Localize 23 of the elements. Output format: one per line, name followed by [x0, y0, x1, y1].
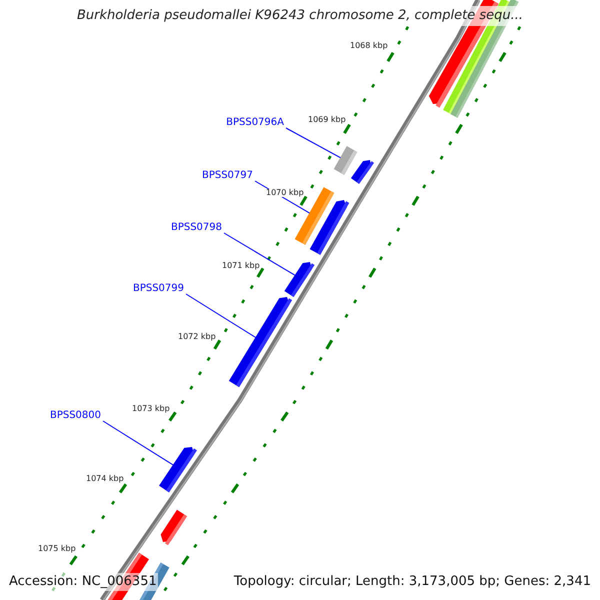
gene-label: BPSS0799 — [132, 284, 184, 294]
tick-label: 1070 kbp — [266, 189, 304, 197]
gene-segment — [228, 297, 292, 388]
tick-label: 1074 kbp — [86, 475, 124, 483]
leader-line — [286, 128, 341, 158]
gene-segment — [159, 447, 197, 492]
tick-label: 1075 kbp — [38, 545, 76, 553]
gene-segment — [284, 262, 315, 298]
tick-label: 1069 kbp — [308, 116, 346, 124]
accession-text: Accession: NC_006351 — [8, 573, 158, 591]
leader-line — [102, 420, 174, 466]
gene-segment — [334, 146, 358, 175]
tick-label: 1072 kbp — [178, 333, 216, 341]
tick-label: 1068 kbp — [350, 42, 388, 50]
gene-label: BPSS0797 — [202, 171, 253, 181]
leader-line — [186, 294, 256, 338]
tick-label: 1073 kbp — [132, 405, 170, 413]
summary-text: Topology: circular; Length: 3,173,005 bp; Genes: 2,341 — [232, 573, 592, 591]
gene-label: BPSS0796A — [226, 118, 284, 128]
leader-line — [224, 232, 296, 276]
gene-label: BPSS0800 — [50, 411, 101, 421]
gene-label: BPSS0798 — [170, 223, 222, 233]
tick-label: 1071 kbp — [222, 262, 260, 270]
